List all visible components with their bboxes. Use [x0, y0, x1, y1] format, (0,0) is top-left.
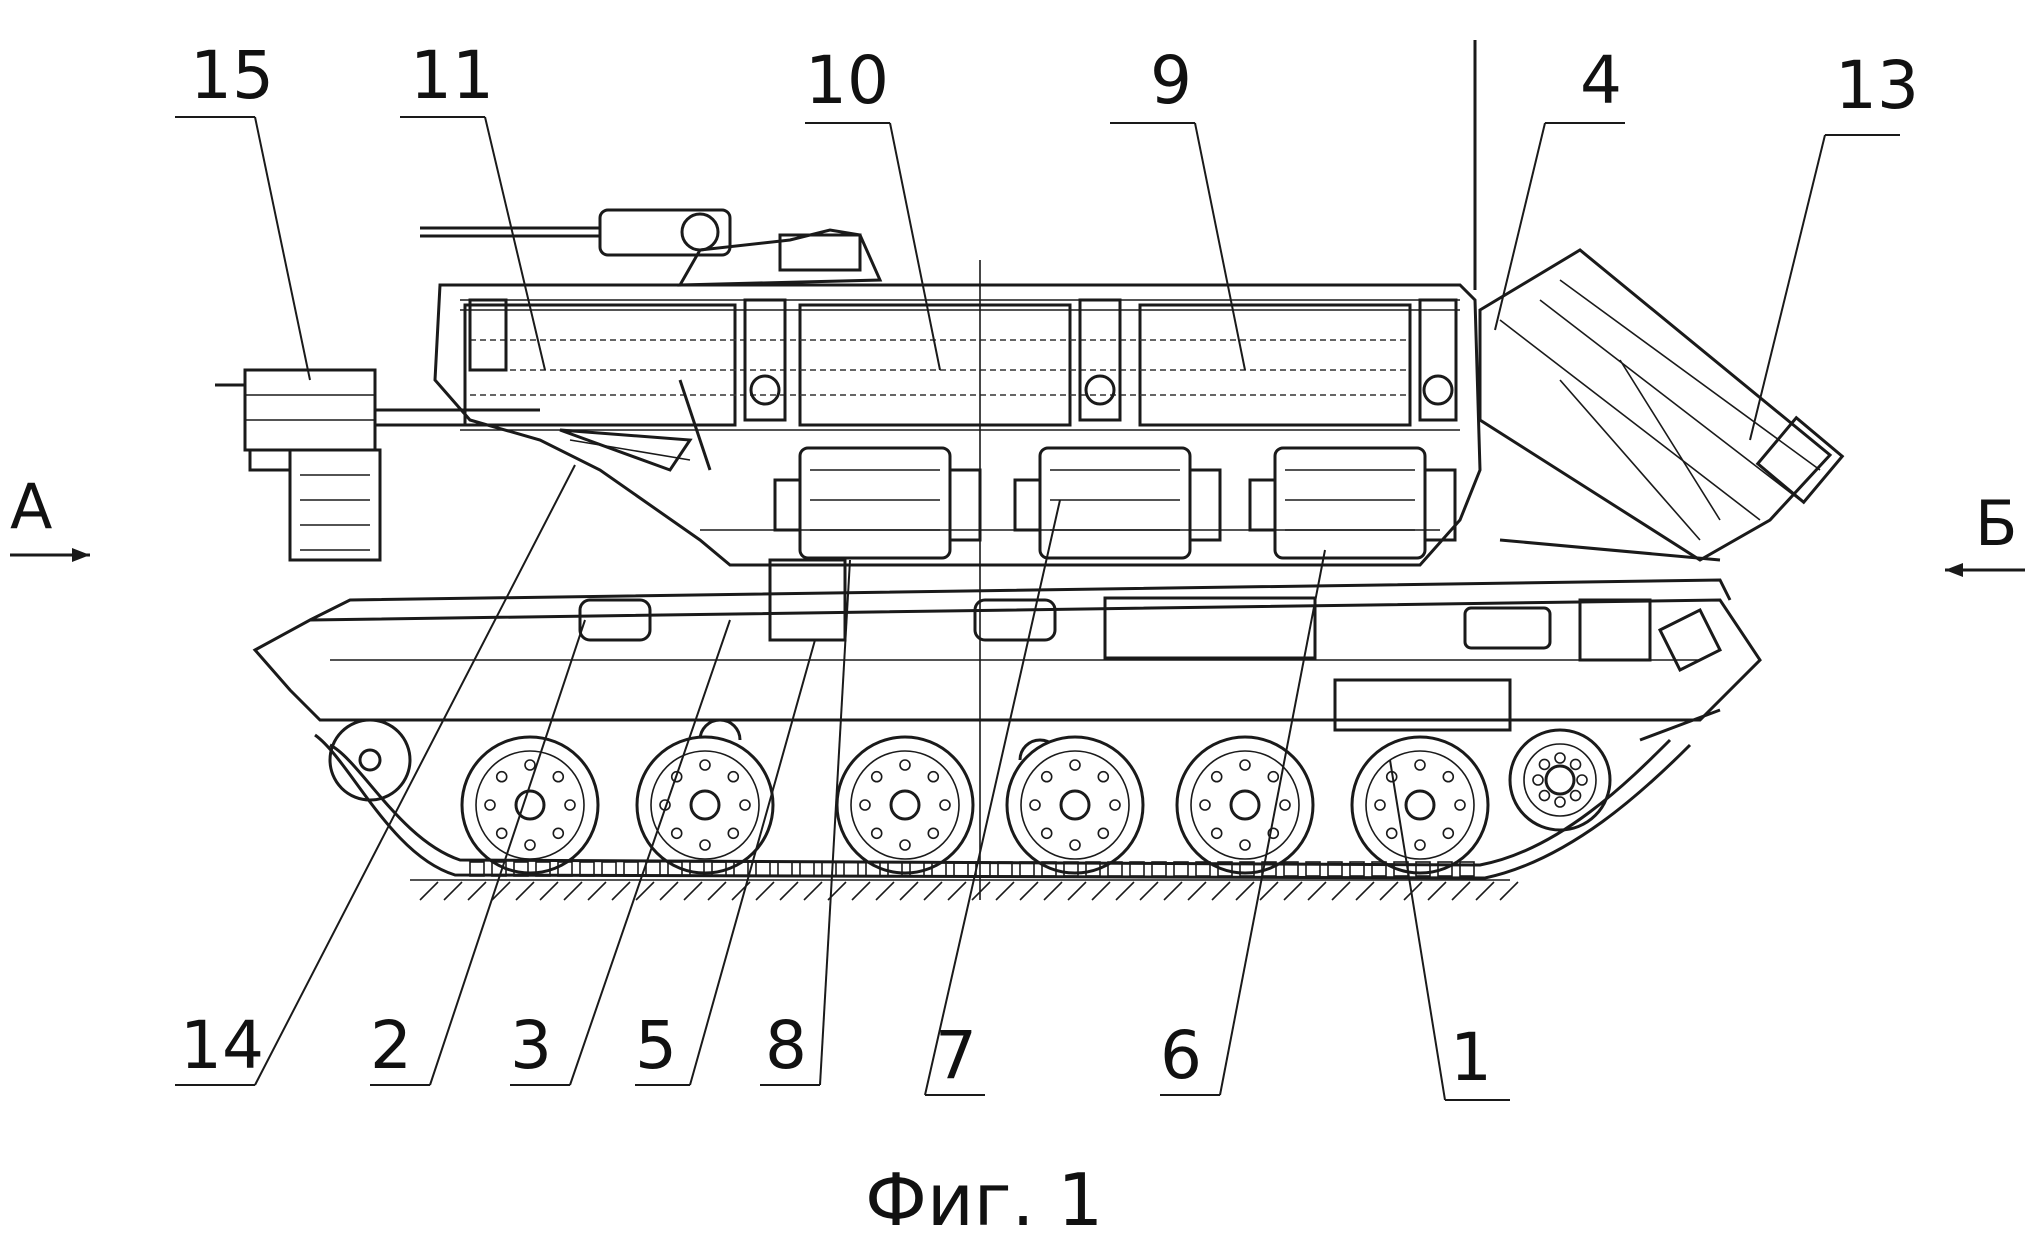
callout-15: 15: [190, 37, 274, 114]
track-link: [579, 861, 595, 877]
track-link: [711, 861, 727, 877]
track-link: [1151, 861, 1167, 877]
hull: [252, 558, 1762, 761]
callout-3: 3: [510, 1007, 552, 1084]
cylinder-modules: [773, 446, 1457, 560]
callout-10: 10: [805, 42, 889, 119]
track-link: [1459, 861, 1475, 877]
track-link: [1019, 861, 1035, 877]
tracked-vehicle-drawing: [10, 40, 2025, 901]
callout-labels: 15 11 10 9 4 13 14 2 3 5 8 7 6 1: [180, 37, 1919, 1096]
track-link: [953, 861, 969, 877]
turret: [420, 208, 883, 287]
callout-11: 11: [410, 37, 494, 114]
track-link: [821, 861, 837, 877]
track-link: [931, 861, 947, 877]
callout-9: 9: [1150, 42, 1192, 119]
track-link: [843, 861, 859, 877]
track-link: [909, 861, 925, 877]
view-marker-left: А: [10, 470, 52, 543]
track-link: [799, 861, 815, 877]
track-link: [1261, 861, 1277, 877]
ground-hatching: [410, 879, 1519, 901]
antenna: [979, 40, 1477, 900]
track-link: [997, 861, 1013, 877]
callout-13: 13: [1835, 47, 1919, 124]
track-link: [623, 861, 639, 877]
road-wheel: [1508, 728, 1612, 832]
track-link: [1063, 861, 1079, 877]
track-link: [1327, 861, 1343, 877]
idler-wheel: [328, 718, 412, 802]
track-link: [1173, 861, 1189, 877]
rear-loader: [215, 368, 712, 562]
callout-14: 14: [180, 1007, 264, 1084]
road-wheel: [1350, 735, 1490, 875]
track-link: [1041, 861, 1057, 877]
road-wheel: [835, 735, 975, 875]
track-link: [1305, 861, 1321, 877]
track-link: [1107, 861, 1123, 877]
track-link: [469, 861, 485, 877]
track-link: [1085, 861, 1101, 877]
track-link: [1129, 861, 1145, 877]
callout-7: 7: [935, 1017, 977, 1094]
track-link: [667, 861, 683, 877]
track-link: [513, 861, 529, 877]
road-wheel: [1005, 735, 1145, 875]
track: [314, 733, 1692, 880]
track-link: [1239, 861, 1255, 877]
track-link: [887, 861, 903, 877]
callout-5: 5: [635, 1007, 677, 1084]
road-wheel: [1175, 735, 1315, 875]
callout-2: 2: [370, 1007, 412, 1084]
leader-lines: [175, 116, 1900, 1101]
road-wheel: [460, 735, 600, 875]
track-link: [557, 861, 573, 877]
loading-crane: [1478, 248, 1845, 562]
track-link: [1415, 861, 1431, 877]
track-link: [645, 861, 661, 877]
track-link: [1217, 861, 1233, 877]
track-link: [535, 861, 551, 877]
track-link: [1371, 861, 1387, 877]
figure-caption: Фиг. 1: [865, 1158, 1103, 1242]
view-arrows: [10, 548, 2025, 577]
track-link: [1283, 861, 1299, 877]
callout-8: 8: [765, 1007, 807, 1084]
view-marker-right: Б: [1975, 487, 2018, 560]
track-link: [1349, 861, 1365, 877]
track-link: [755, 861, 771, 877]
track-link: [733, 861, 749, 877]
track-link: [865, 861, 881, 877]
callout-1: 1: [1450, 1019, 1492, 1096]
callout-4: 4: [1580, 42, 1622, 119]
track-link: [1437, 861, 1453, 877]
track-link: [601, 861, 617, 877]
track-link: [1195, 861, 1211, 877]
track-link: [777, 861, 793, 877]
road-wheels: [328, 718, 1612, 875]
callout-6: 6: [1160, 1017, 1202, 1094]
road-wheel: [635, 735, 775, 875]
container-rack: [463, 298, 1458, 427]
track-link: [689, 861, 705, 877]
